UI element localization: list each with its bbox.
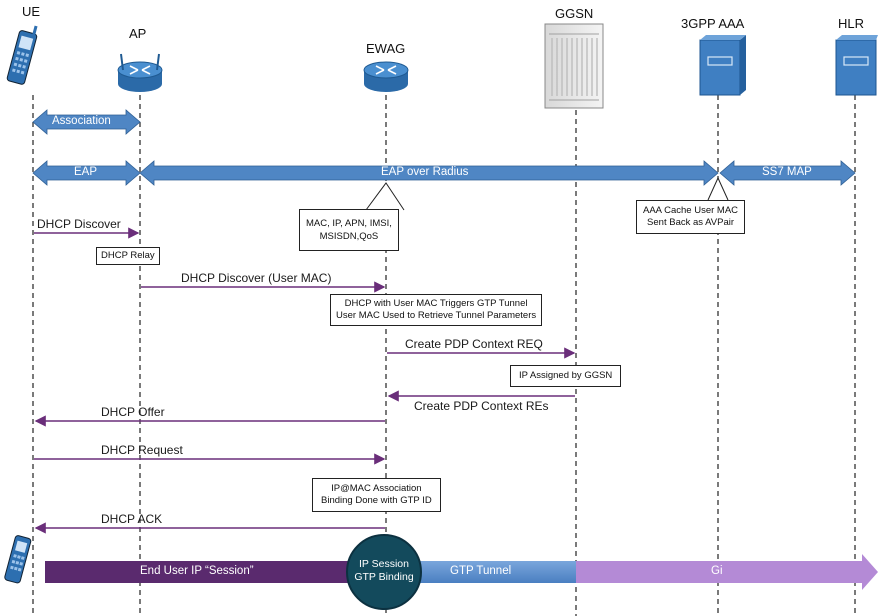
- gtp-tunnel-bar: [395, 561, 576, 583]
- eap-radius-band: [139, 160, 719, 186]
- band-label-ss7: SS7 MAP: [762, 166, 812, 178]
- callout-tails: [365, 176, 729, 211]
- lifelines: [32, 95, 856, 616]
- ue-phone-bottom-icon: [4, 535, 32, 584]
- note-ipmac-line1: IP@MAC Association: [331, 483, 422, 494]
- ewag-router-icon: [363, 61, 409, 92]
- entity-label-ue: UE: [22, 4, 41, 19]
- session-circle-label: IP Session GTP Binding: [347, 558, 421, 584]
- note-ip-assigned: IP Assigned by GGSN: [510, 365, 622, 387]
- note-aaa-cache-line1: AAA Cache User MAC: [643, 205, 739, 216]
- msg-dhcp-request: DHCP Request: [101, 443, 183, 457]
- note-ip-assigned-text: IP Assigned by GGSN: [519, 370, 613, 381]
- note-dhcp-relay-text: DHCP Relay: [101, 250, 155, 261]
- entity-label-aaa: 3GPP AAA: [681, 16, 745, 31]
- note-ipmac-line2: Binding Done with GTP ID: [321, 495, 432, 506]
- entity-label-ewag: EWAG: [366, 41, 406, 56]
- msg-dhcp-ack: DHCP ACK: [101, 512, 163, 526]
- entity-label-hlr: HLR: [838, 16, 865, 31]
- ue-phone-icon: [6, 25, 38, 85]
- note-dhcp-relay: DHCP Relay: [96, 247, 160, 265]
- note-aaa-cache: AAA Cache User MAC Sent Back as AVPair: [636, 200, 746, 234]
- entity-label-ap: AP: [129, 26, 147, 41]
- end-user-session-bar: [45, 561, 395, 583]
- msg-dhcp-discover-mac: DHCP Discover (User MAC): [181, 271, 332, 285]
- bands: [32, 109, 856, 186]
- ip-session-circle: [346, 534, 422, 610]
- hlr-server-icon: [835, 35, 878, 96]
- note-mac-ip-line1: MAC, IP, APN, IMSI,: [306, 218, 392, 229]
- session-label-end-user: End User IP “Session”: [140, 565, 254, 577]
- session-circle-line2: GTP Binding: [354, 571, 414, 583]
- msg-create-pdp-req: Create PDP Context REQ: [405, 337, 543, 351]
- ss7-band: [719, 160, 856, 186]
- note-ipmac: IP@MAC Association Binding Done with GTP…: [312, 478, 441, 512]
- session-circle-line1: IP Session: [358, 558, 409, 570]
- gi-bar: [576, 554, 878, 590]
- session-label-gtp-tunnel: GTP Tunnel: [450, 565, 512, 577]
- band-label-eap-radius: EAP over Radius: [381, 166, 469, 178]
- association-band: [32, 109, 141, 135]
- message-arrows: [34, 227, 576, 534]
- note-dhcp-trigger: DHCP with User MAC Triggers GTP Tunnel U…: [330, 294, 543, 326]
- ap-router-icon: [117, 53, 163, 92]
- entity-label-ggsn: GGSN: [555, 6, 594, 21]
- note-dhcp-trigger-line2: User MAC Used to Retrieve Tunnel Paramet…: [336, 310, 537, 321]
- msg-create-pdp-res: Create PDP Context REs: [414, 399, 549, 413]
- band-label-eap: EAP: [74, 166, 98, 178]
- msg-dhcp-discover: DHCP Discover: [37, 217, 121, 231]
- session-band: [45, 534, 878, 610]
- msg-dhcp-offer: DHCP Offer: [101, 405, 165, 419]
- note-mac-ip-line2: MSISDN,QoS: [319, 231, 379, 242]
- note-aaa-cache-line2: Sent Back as AVPair: [647, 217, 734, 228]
- note-mac-ip: MAC, IP, APN, IMSI, MSISDN,QoS: [299, 209, 399, 251]
- session-label-gi: Gi: [711, 565, 723, 577]
- note-dhcp-trigger-line1: DHCP with User MAC Triggers GTP Tunnel: [344, 298, 528, 309]
- aaa-server-icon: [699, 35, 746, 96]
- band-label-association: Association: [52, 115, 111, 127]
- ggsn-chassis-icon: [544, 23, 604, 109]
